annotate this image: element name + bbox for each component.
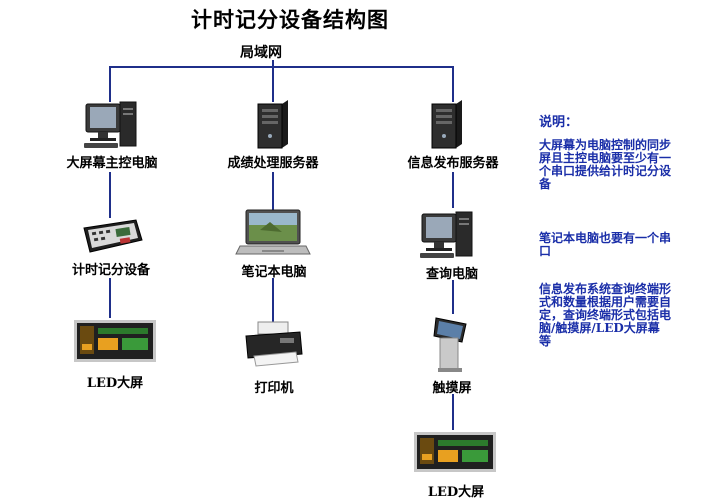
link-col1-a: [109, 172, 111, 218]
desktop-pc-icon: [420, 211, 473, 258]
server-icon: [431, 100, 462, 149]
node-label: 触摸屏: [432, 381, 472, 396]
diagram-title: 计时记分设备结构图: [191, 7, 389, 32]
bus-drop-left: [109, 66, 111, 102]
notes-heading: 说明：: [539, 115, 579, 130]
link-col3-a: [452, 172, 454, 208]
node-label: 信息发布服务器: [407, 156, 499, 171]
desktop-pc-icon: [84, 101, 137, 148]
note-item-1: 大屏幕为电脑控制的同步屏且主控电脑要至少有一个串口提供给计时记分设备: [539, 138, 672, 191]
node-label: 查询电脑: [425, 267, 478, 282]
link-col2-b: [272, 278, 274, 324]
node-label: 计时记分设备: [71, 263, 150, 278]
node-label: LED大屏: [86, 376, 144, 391]
network-stem-line: [272, 60, 274, 68]
node-label: 打印机: [254, 381, 294, 396]
touch-kiosk-icon: [433, 317, 467, 372]
laptop-icon: [235, 209, 311, 255]
timing-device-icon: [83, 219, 143, 253]
node-label: LED大屏: [427, 485, 485, 500]
note-item-2: 笔记本电脑也要有一个串口: [539, 231, 672, 258]
bus-drop-right: [452, 66, 454, 102]
node-label: 成绩处理服务器: [227, 156, 319, 171]
bus-drop-middle: [272, 66, 274, 102]
note-item-3: 信息发布系统查询终端形式和数量根据用户需要自定，查询终端形式包括电脑/触摸屏/L…: [539, 282, 672, 348]
printer-icon: [245, 321, 303, 367]
led-screen-icon: [74, 320, 156, 362]
network-bus-line: [109, 66, 454, 68]
link-col3-c: [452, 394, 454, 430]
network-label: 局域网: [240, 45, 282, 61]
link-col2-a: [272, 172, 274, 210]
led-screen-icon: [414, 432, 496, 472]
link-col3-b: [452, 280, 454, 314]
link-col1-b: [109, 278, 111, 318]
node-label: 大屏幕主控电脑: [66, 156, 158, 171]
server-icon: [257, 100, 288, 149]
node-label: 笔记本电脑: [241, 265, 307, 280]
